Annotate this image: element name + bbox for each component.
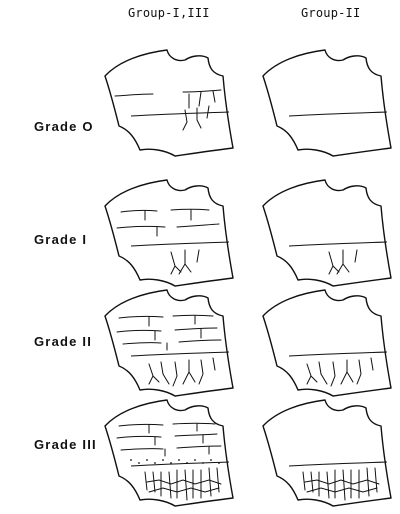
column-header-group-2: Group-II [301,6,361,20]
lobule-group-1-3-grade-0 [104,49,234,157]
lobule-group-2-grade-1 [262,179,392,287]
row-label-grade-0: Grade O [34,119,94,134]
row-label-grade-2: Grade II [34,334,93,349]
row-label-grade-3: Grade III [34,437,97,452]
lobule-group-1-3-grade-1 [104,179,234,287]
lobule-group-1-3-grade-3 [104,399,234,507]
lobule-group-2-grade-2 [262,289,392,397]
lobule-group-1-3-grade-2 [104,289,234,397]
lobule-group-2-grade-0 [262,49,392,157]
column-header-group-1-3: Group-I,III [128,6,210,20]
lobule-group-2-grade-3 [262,399,392,507]
row-label-grade-1: Grade I [34,232,88,247]
